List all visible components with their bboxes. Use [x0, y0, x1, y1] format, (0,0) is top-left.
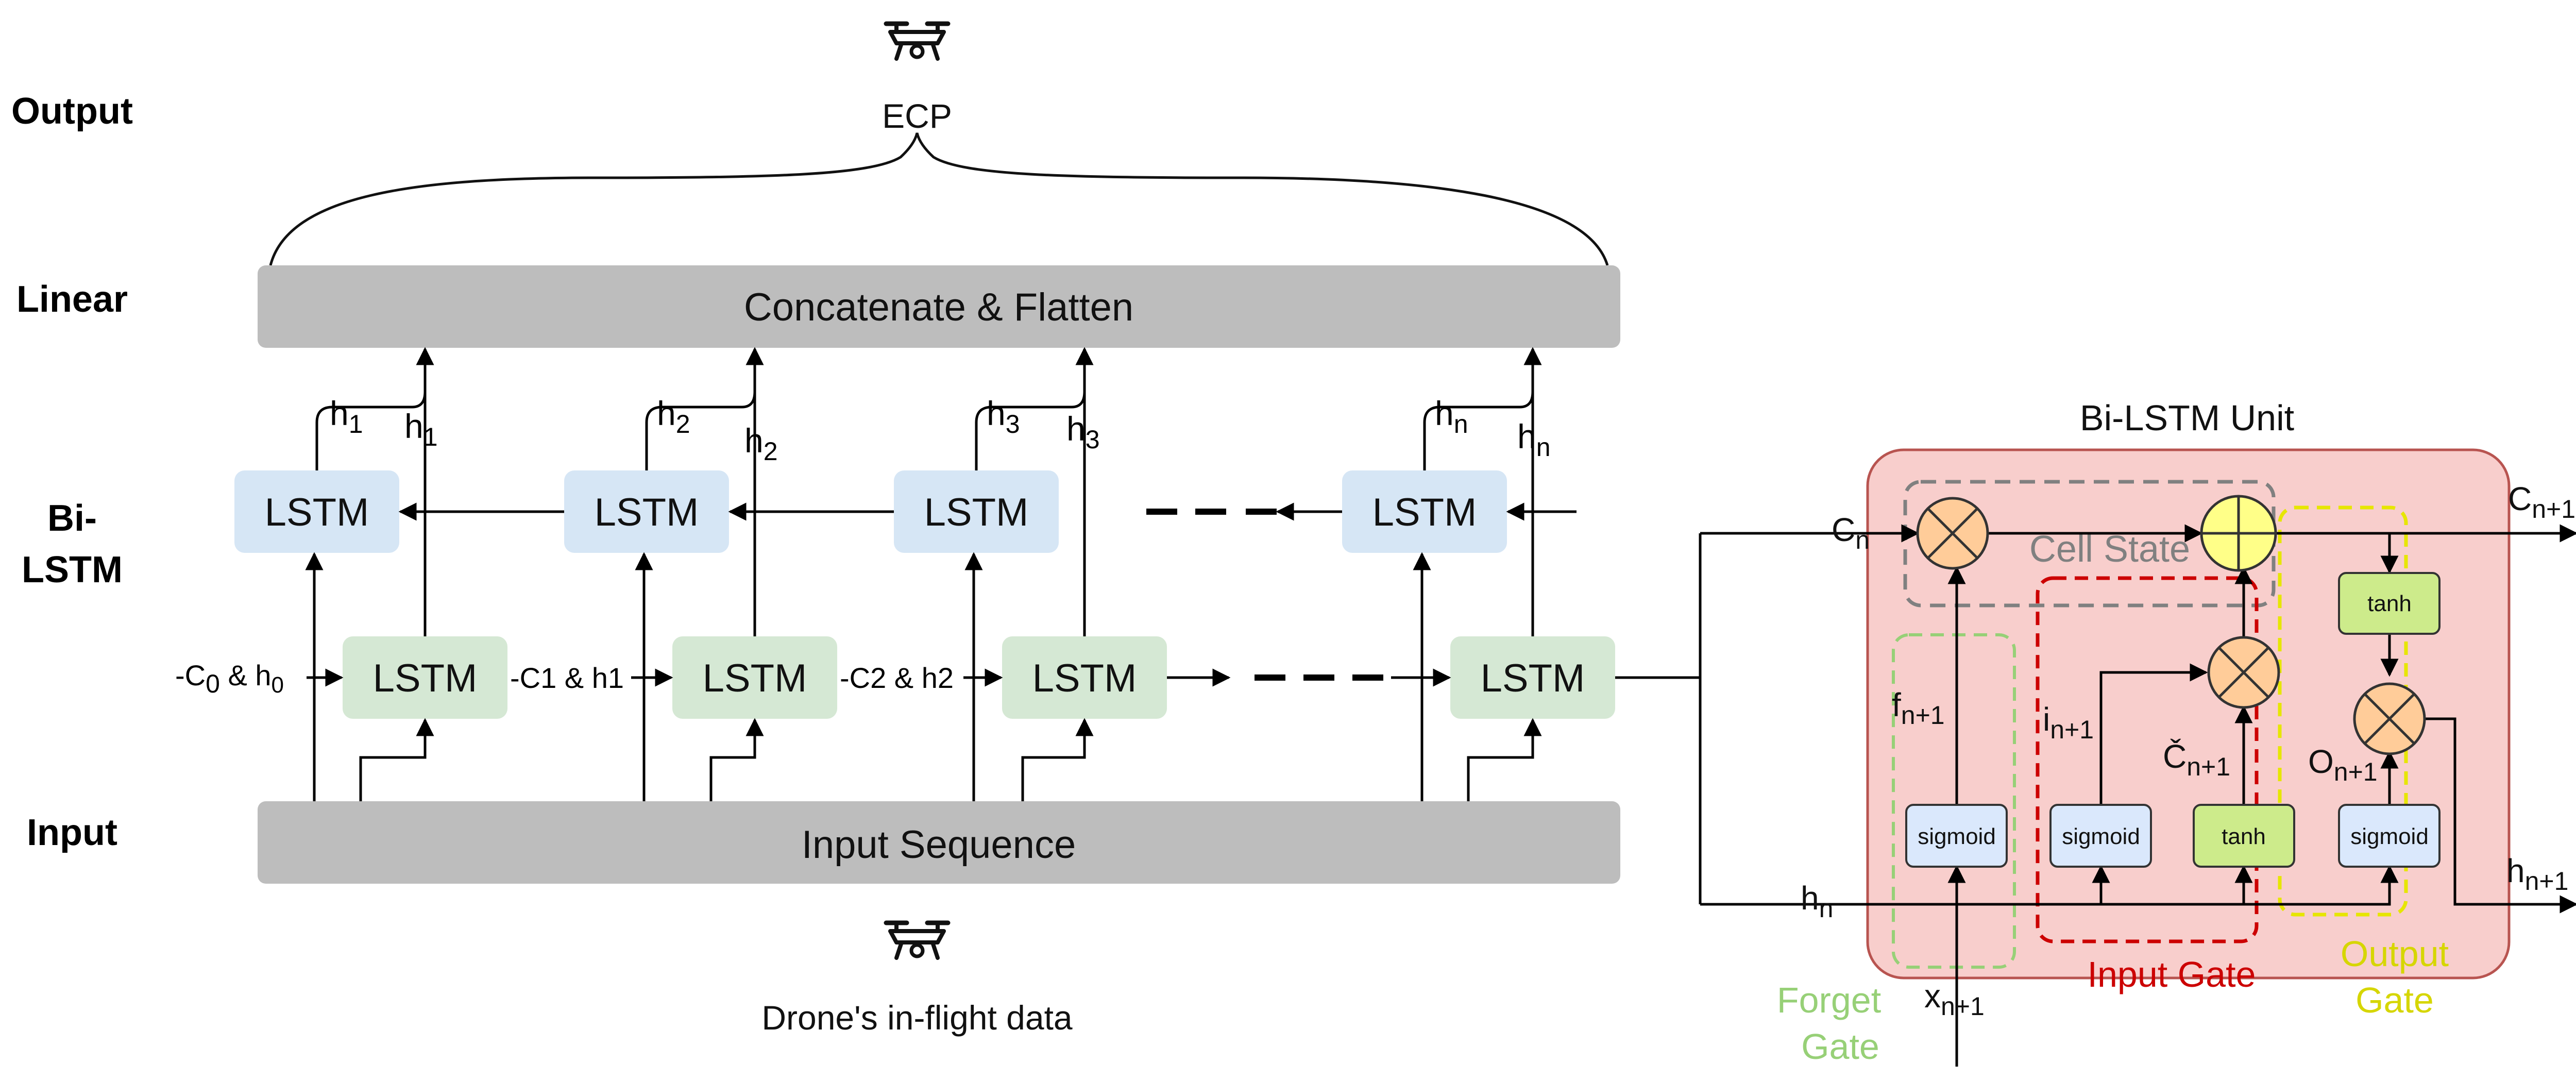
backward-lstm-row: LSTM LSTM LSTM LSTM [234, 470, 1507, 553]
drone-icon [886, 923, 948, 958]
sigmoid-label: sigmoid [2062, 824, 2140, 849]
row-label-input: Input [27, 812, 117, 853]
lstm-forward-n [1450, 636, 1615, 719]
h-label-backward-n: hn [1435, 394, 1468, 438]
concat-flatten-box [258, 265, 1620, 348]
c-n-label: Cn [1832, 511, 1870, 554]
lstm-label: LSTM [1032, 656, 1137, 700]
tanh-box-input [2193, 804, 2295, 868]
output-brace [269, 132, 1609, 266]
hidden-state-labels: h1 h1 h2 h2 h3 h3 hn hn [330, 394, 1551, 466]
lstm-label: LSTM [1372, 491, 1477, 534]
forward-lstm-row: LSTM LSTM LSTM LSTM [343, 636, 1615, 719]
tanh-label: tanh [2367, 591, 2412, 616]
forward-state-labels: -C0 & h0 -C1 & h1 -C2 & h2 [175, 659, 954, 698]
multiply-op-forget [1916, 497, 1989, 570]
forget-gate-label-2: Gate [1801, 1026, 1879, 1067]
network-connections [305, 347, 1702, 904]
f-n1-label: fn+1 [1892, 686, 1945, 730]
lstm-forward-2 [672, 636, 837, 719]
input-sequence-label: Input Sequence [802, 823, 1076, 867]
lstm-label: LSTM [924, 491, 1029, 534]
multiply-op-input [2207, 636, 2280, 709]
sigmoid-box-output [2338, 804, 2441, 868]
sigmoid-label: sigmoid [1918, 824, 1996, 849]
h-label-forward-1: h1 [404, 407, 438, 451]
state-label-c1-h1: -C1 & h1 [510, 662, 624, 694]
c-n1-label: Cn+1 [2508, 480, 2575, 524]
lstm-label: LSTM [703, 656, 807, 700]
h-label-forward-n: hn [1517, 417, 1551, 462]
unit-variable-labels: Cn Cn+1 hn hn+1 xn+1 fn+1 in+1 Čn+1 On+1 [1801, 480, 2575, 1021]
unit-title: Bi-LSTM Unit [2080, 398, 2294, 438]
state-label-c2-h2: -C2 & h2 [840, 662, 954, 694]
input-gate-label: Input Gate [2088, 954, 2256, 994]
output-gate-label-2: Gate [2355, 980, 2434, 1020]
output-gate-label-1: Output [2341, 934, 2449, 974]
h-label-backward-2: h2 [657, 394, 690, 438]
lstm-backward-3 [894, 470, 1059, 553]
lstm-label: LSTM [595, 491, 699, 534]
concat-flatten-label: Concatenate & Flatten [744, 285, 1133, 329]
input-sequence-box [258, 801, 1620, 884]
add-op-cell [2200, 495, 2277, 572]
input-gate-region [2036, 576, 2259, 943]
tanh-box-cell [2338, 572, 2441, 635]
i-n1-label: in+1 [2043, 701, 2094, 744]
drone-data-label: Drone's in-flight data [761, 999, 1073, 1037]
lstm-label: LSTM [265, 491, 369, 534]
row-label-linear: Linear [16, 279, 128, 320]
lstm-label: LSTM [1481, 656, 1585, 700]
h-n-label: hn [1801, 880, 1833, 923]
ellipsis-dashes [1146, 509, 1383, 681]
h-label-forward-2: h2 [744, 421, 778, 466]
row-label-bilstm-2: LSTM [22, 549, 123, 590]
state-label-c0-h0: -C0 & h0 [175, 659, 284, 698]
lstm-backward-1 [234, 470, 399, 553]
ct-n1-label: Čn+1 [2163, 738, 2230, 781]
tanh-label: tanh [2222, 824, 2266, 849]
h-n1-label: hn+1 [2506, 852, 2568, 896]
sigmoid-box-input [2049, 804, 2152, 868]
drone-icon [886, 24, 948, 59]
lstm-forward-1 [343, 636, 507, 719]
o-n1-label: On+1 [2308, 743, 2378, 786]
h-label-forward-3: h3 [1066, 410, 1100, 454]
x-n1-label: xn+1 [1924, 977, 1985, 1021]
forget-gate-region [1892, 633, 2016, 969]
h-label-backward-3: h3 [987, 394, 1020, 438]
row-label-bilstm-1: Bi- [47, 498, 97, 539]
lstm-forward-3 [1002, 636, 1167, 719]
unit-wires [1700, 524, 2576, 1067]
row-labels: Output Linear Bi- LSTM Input [11, 91, 133, 853]
forget-gate-label-1: Forget [1777, 980, 1881, 1020]
bilstm-unit: Bi-LSTM Unit Cell State Forget Gate Inpu… [1700, 398, 2576, 1067]
multiply-op-output [2353, 682, 2426, 755]
row-label-output: Output [11, 91, 133, 132]
cell-state-label: Cell State [2029, 529, 2190, 570]
sigmoid-box-forget [1905, 804, 2008, 868]
lstm-backward-n [1342, 470, 1507, 553]
ecp-label: ECP [882, 97, 952, 135]
h-label-backward-1: h1 [330, 394, 363, 438]
sigmoid-label: sigmoid [2350, 824, 2429, 849]
lstm-label: LSTM [373, 656, 478, 700]
lstm-backward-2 [564, 470, 729, 553]
